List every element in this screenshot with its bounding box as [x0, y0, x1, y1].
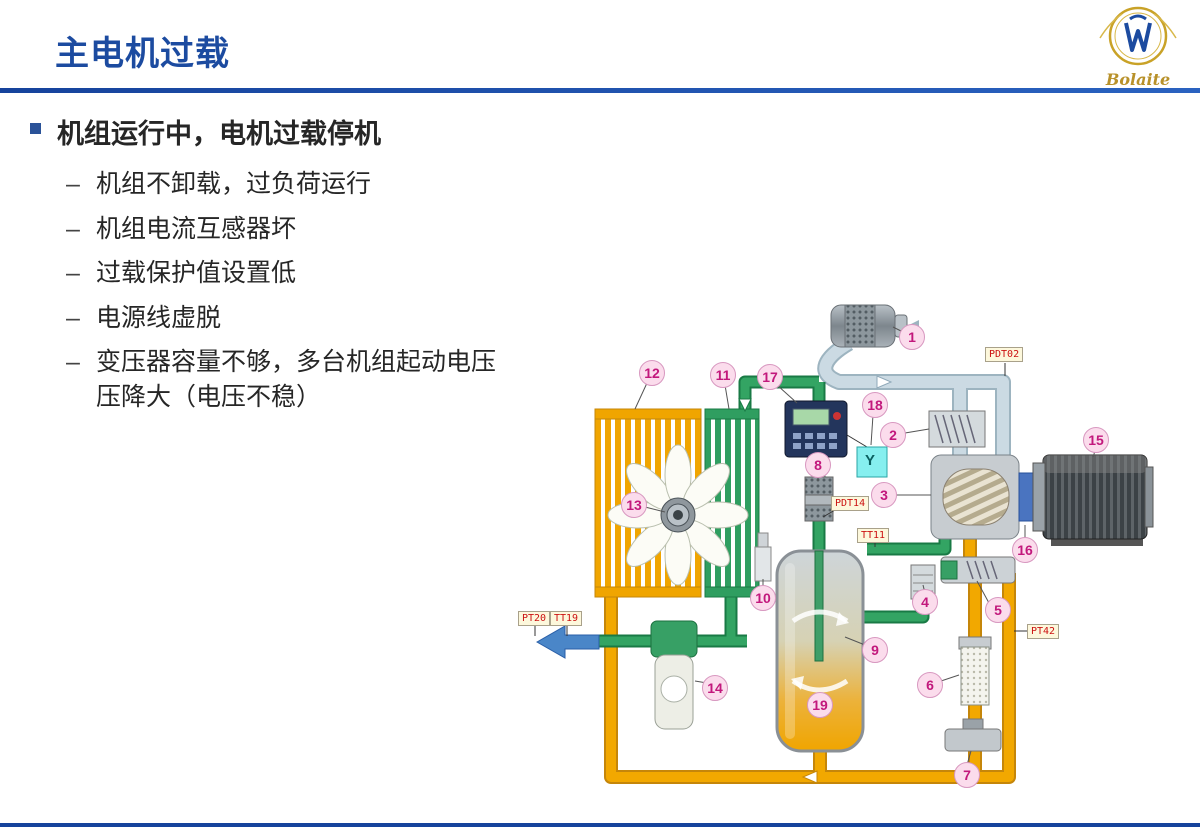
callout-12: 12 [639, 360, 665, 386]
sub-bullet-text: 电源线虚脱 [96, 303, 222, 332]
callout-1: 1 [899, 324, 925, 350]
callout-2: 2 [880, 422, 906, 448]
callout-6: 6 [917, 672, 943, 698]
sensor-label-pdt14: PDT14 [831, 496, 870, 511]
oil-stop-valve [804, 476, 834, 522]
callout-8: 8 [805, 452, 831, 478]
main-bullet: 机组运行中，电机过载停机 [30, 112, 508, 151]
callout-13: 13 [621, 492, 647, 518]
sub-bullet-2: – 机组电流互感器坏 [66, 212, 508, 247]
sub-bullet-5: – 变压器容量不够，多台机组起动电压压降大（电压不稳） [66, 345, 508, 414]
sensor-label-tt11: TT11 [857, 528, 890, 543]
sub-bullet-text: 机组电流互感器坏 [96, 214, 297, 243]
callout-16: 16 [1012, 537, 1038, 563]
main-bullet-text: 机组运行中，电机过载停机 [57, 119, 381, 149]
line-filter [958, 636, 992, 706]
dash-marker: – [66, 348, 80, 376]
solenoid-label: Y [865, 452, 876, 469]
sub-bullet-1: – 机组不卸载，过负荷运行 [66, 167, 508, 202]
callout-11: 11 [710, 362, 736, 388]
solenoid-valve [846, 434, 888, 478]
breather-valve [754, 532, 772, 582]
coupling [1018, 472, 1034, 522]
callout-15: 15 [1083, 427, 1109, 453]
dash-marker: – [66, 214, 80, 243]
callout-18: 18 [862, 392, 888, 418]
sensor-label-tt19: TT19 [550, 611, 583, 626]
bottom-divider [0, 823, 1200, 827]
sensor-label-pdt02: PDT02 [985, 347, 1024, 362]
main-motor [1032, 454, 1154, 546]
schematic-drawing [534, 304, 1154, 784]
sub-bullet-4: – 电源线虚脱 [66, 301, 508, 336]
sensor-label-pt20: PT20 [518, 611, 551, 626]
thermostat-valve [940, 556, 1016, 584]
sub-bullet-3: – 过载保护值设置低 [66, 256, 508, 291]
discharge-arrow-icon [535, 625, 600, 659]
sub-bullet-text: 过载保护值设置低 [96, 259, 297, 287]
dash-marker: – [66, 259, 80, 287]
callout-7: 7 [954, 762, 980, 788]
air-filter [830, 304, 919, 348]
callout-4: 4 [912, 589, 938, 615]
bullet-list: 机组运行中，电机过载停机 – 机组不卸载，过负荷运行 – 机组电流互感器坏 – … [30, 112, 508, 424]
callout-10: 10 [750, 585, 776, 611]
sub-bullet-text: 变压器容量不够，多台机组起动电压压降大（电压不稳） [96, 348, 497, 411]
header-divider [0, 88, 1200, 93]
callout-9: 9 [862, 637, 888, 663]
logo-wordmark: Bolaite [1105, 70, 1171, 89]
dash-marker: – [66, 170, 80, 198]
sub-bullet-text: 机组不卸载，过负荷运行 [96, 170, 372, 198]
callout-19: 19 [807, 692, 833, 718]
page-title: 主电机过载 [55, 35, 230, 73]
callout-17: 17 [757, 364, 783, 390]
drain-valve [944, 718, 1002, 752]
logo-emblem-icon [1099, 6, 1177, 66]
cooling-fan [607, 444, 749, 586]
company-logo: Bolaite [1086, 4, 1190, 89]
intake-valve [928, 410, 986, 448]
bullet-square-icon [30, 123, 41, 134]
flow-arrows [738, 375, 893, 784]
dash-marker: – [66, 303, 80, 332]
compressor-schematic: 1 2 3 4 5 6 7 8 9 10 11 12 13 14 15 16 1… [515, 285, 1170, 820]
airend [930, 454, 1020, 540]
callout-3: 3 [871, 482, 897, 508]
callout-14: 14 [702, 675, 728, 701]
oil-separator-tank [775, 549, 865, 753]
sensor-label-pt42: PT42 [1027, 624, 1060, 639]
controller [784, 400, 848, 458]
callout-5: 5 [985, 597, 1011, 623]
oil-filter [650, 620, 698, 730]
